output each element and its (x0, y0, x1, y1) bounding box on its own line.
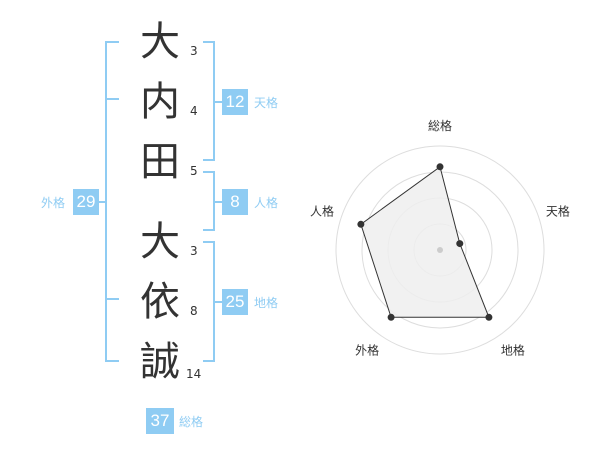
stroke-count-6: 14 (186, 367, 202, 381)
tenkaku-score: 12 (222, 89, 248, 115)
jinkaku-label: 人格 (254, 196, 279, 210)
tenkaku-label: 天格 (254, 96, 279, 110)
surname-char-2: 内 (140, 79, 180, 125)
radar-point-5 (357, 220, 365, 228)
radar-point-2 (456, 240, 464, 248)
gaikaku-tick-1 (105, 98, 119, 100)
given-char-2: 依 (140, 279, 180, 325)
jinkaku-score: 8 (222, 189, 248, 215)
radar-axis-label-5: 人格 (310, 204, 334, 219)
gaikaku-label: 外格 (41, 196, 66, 210)
soukaku-label: 総格 (179, 415, 204, 429)
stroke-count-1: 3 (190, 44, 198, 58)
surname-char-1: 大 (140, 19, 180, 65)
stroke-count-2: 4 (190, 104, 198, 118)
gaikaku-connector (96, 201, 107, 203)
radar-center-dot (437, 247, 443, 253)
radar-grid-ring (335, 145, 545, 355)
soukaku-score: 37 (146, 408, 174, 434)
stroke-count-4: 3 (190, 244, 198, 258)
stroke-count-3: 5 (190, 164, 198, 178)
gaikaku-tick-2 (105, 298, 119, 300)
given-char-3: 誠 (140, 339, 180, 385)
jinkaku-connector (213, 201, 223, 203)
gaikaku-bracket (105, 41, 119, 362)
radar-point-3 (485, 313, 493, 321)
given-char-1: 大 (140, 219, 180, 265)
radar-axis-label-1: 総格 (428, 118, 452, 133)
surname-char-3: 田 (140, 139, 180, 185)
tenkaku-connector (213, 101, 223, 103)
radar-data-polygon (360, 165, 490, 318)
radar-axis-label-2: 天格 (546, 204, 570, 219)
stroke-count-5: 8 (190, 304, 198, 318)
chikaku-connector (213, 301, 223, 303)
radar-axis-label-3: 地格 (501, 342, 525, 357)
chikaku-label: 地格 (254, 296, 279, 310)
radar-axis-label-4: 外格 (355, 342, 379, 357)
gaikaku-score: 29 (73, 189, 99, 215)
radar-point-1 (436, 163, 444, 171)
chikaku-score: 25 (222, 289, 248, 315)
radar-point-4 (387, 313, 395, 321)
